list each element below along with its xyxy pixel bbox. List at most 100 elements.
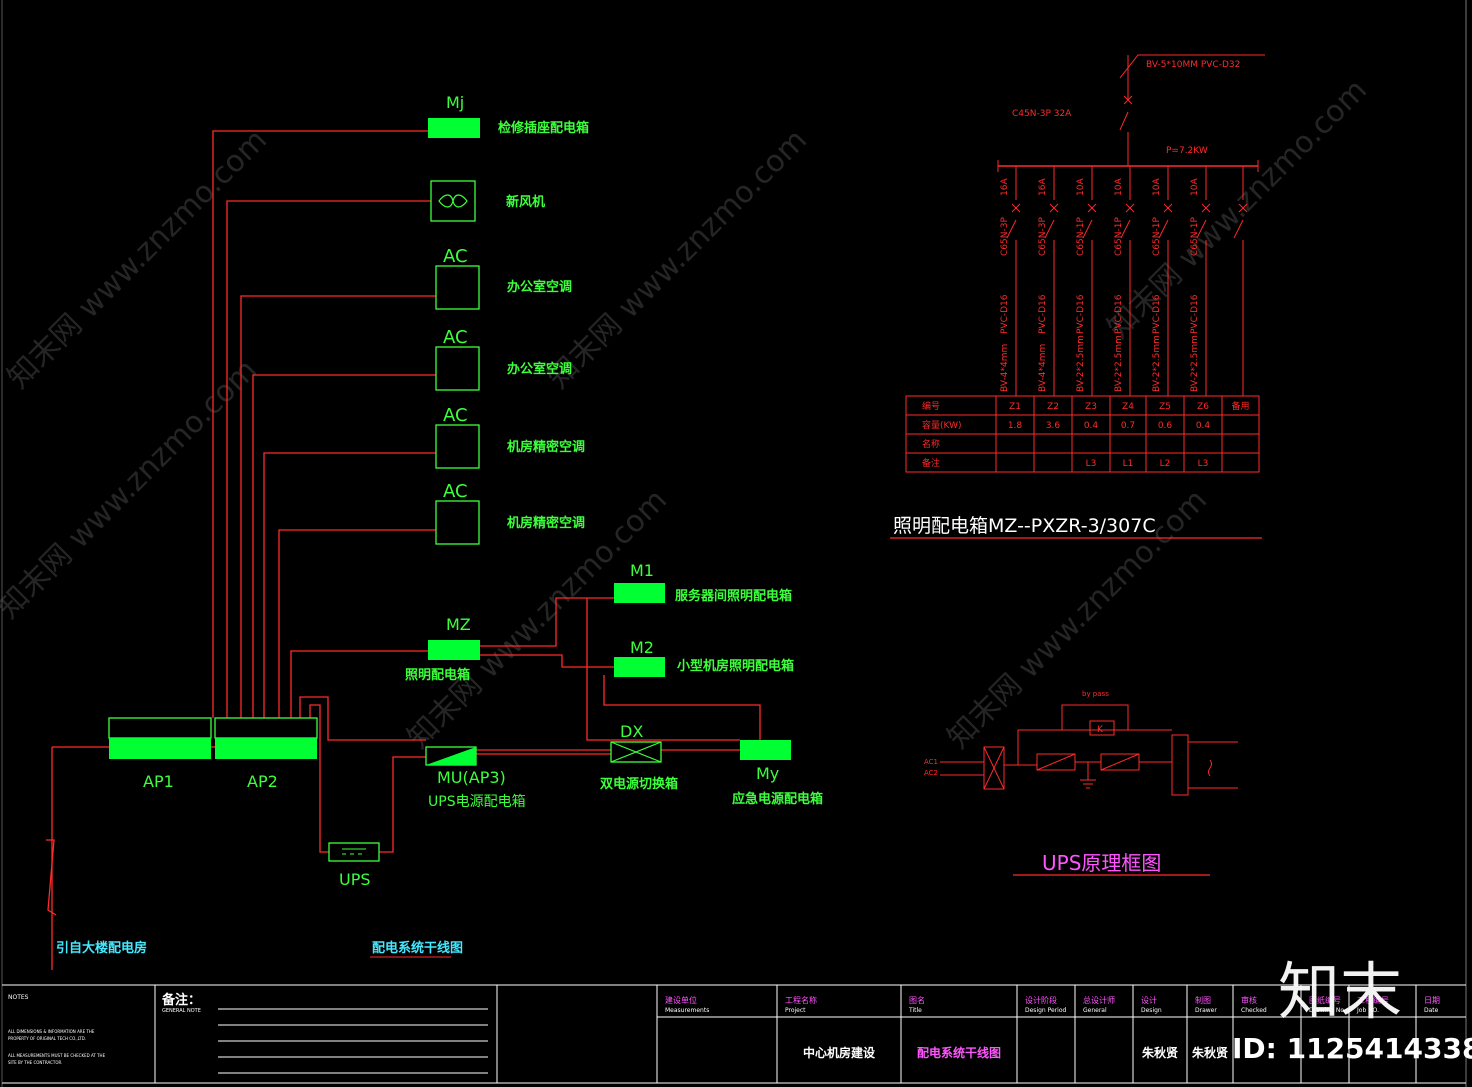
ac4-tag: AC [443, 481, 468, 502]
circuit-breaker: C65N-1P [1190, 217, 1200, 256]
title-block-col-en: Title [908, 1007, 922, 1014]
title-block-columns: 建设单位Measurements工程名称Project中心机房建设图名Title… [665, 995, 1440, 1060]
m2-label: 小型机房照明配电箱 [677, 658, 794, 674]
circuit-rating: 10A [1076, 178, 1086, 196]
title-block-col-cn: 工程名称 [785, 995, 817, 1005]
notes-line-1: ALL DIMENSIONS & INFORMATION ARE THE [8, 1029, 95, 1034]
m2-tag: M2 [630, 638, 654, 657]
ups-diagram-title: UPS原理框图 [1042, 851, 1161, 875]
ac1-tag: AC [443, 246, 468, 267]
table-cell-id: Z5 [1159, 402, 1171, 412]
title-block-col-cn: 建设单位 [665, 995, 697, 1005]
circuit-cable: BV-2*2.5mm [1152, 335, 1162, 392]
notes-label: 备注： [161, 992, 201, 1008]
circuit-conduit: PVC-D16 [1114, 294, 1124, 334]
brand-logo: 知末 [1278, 955, 1402, 1028]
mu-fill [426, 747, 476, 765]
ac2-box [435, 346, 480, 391]
my-box [740, 740, 791, 760]
notes-line-2: PROPERTY OF ORIGINAL TECH CO.,LTD. [8, 1036, 86, 1041]
title-block-col-cn: 日期 [1424, 996, 1440, 1005]
table-cell-note: L2 [1160, 459, 1171, 469]
title-block-col-cn: 图纸编号 [1309, 995, 1341, 1005]
table-cell-id: Z4 [1122, 402, 1134, 412]
title-block-col-en: Design [1141, 1007, 1162, 1014]
watermark-2: 知末网 www.znzmo.com [0, 353, 264, 626]
m1-label: 服务器间照明配电箱 [675, 588, 792, 604]
ac1-label: 办公室空调 [507, 279, 572, 295]
title-block-col-cn: 图名 [909, 995, 925, 1005]
circuit-breaker: C65N-1P [1114, 217, 1124, 256]
mz-box [428, 640, 480, 660]
title-block-col-en: Design Period [1025, 1007, 1067, 1014]
mj-label: 检修插座配电箱 [498, 120, 589, 136]
table-cell-kw: 1.8 [1008, 421, 1023, 431]
ac2-tag: AC [443, 327, 468, 348]
mj-box [428, 118, 480, 138]
dx-label: 双电源切换箱 [600, 776, 678, 792]
table-cell-id: Z6 [1197, 402, 1209, 412]
device-m2: M2 小型机房照明配电箱 [614, 638, 794, 677]
title-block-col-value: 中心机房建设 [803, 1045, 876, 1060]
watermark-1: 知末网 www.znzmo.com [1, 123, 274, 396]
title-block: NOTES ALL DIMENSIONS & INFORMATION ARE T… [2, 984, 1466, 1084]
mu-label: UPS电源配电箱 [428, 794, 526, 810]
table-row-header: 备注 [922, 457, 940, 469]
dx-box [610, 741, 662, 763]
notes-sub: GENERAL NOTE [162, 1008, 201, 1014]
title-block-col-en: General [1083, 1007, 1107, 1014]
mz-label: 照明配电箱 [405, 667, 470, 683]
device-ac2: AC 办公室空调 [435, 327, 572, 391]
ups-tag: UPS [339, 870, 371, 889]
title-block-col-en: Drawing No. [1309, 1007, 1346, 1014]
table-cell-note: L1 [1123, 459, 1134, 469]
svg-text:K: K [1097, 725, 1104, 735]
table-cell-note: L3 [1086, 459, 1097, 469]
table-cell-id: 备用 [1231, 400, 1249, 412]
device-ac3: AC 机房精密空调 [435, 405, 585, 469]
circuit-breaker: C65N-1P [1076, 217, 1086, 256]
device-mu: MU(AP3) UPS电源配电箱 [425, 746, 526, 810]
circuit-conduit: PVC-D16 [1000, 294, 1010, 334]
main-breaker-text: C45N-3P 32A [1012, 109, 1072, 119]
watermark-3: 知末网 www.znzmo.com [541, 123, 814, 396]
device-m1: M1 服务器间照明配电箱 [614, 561, 792, 604]
bypass-label: by pass [1082, 690, 1109, 698]
title-block-col-cn: 审核 [1241, 995, 1257, 1005]
device-mz: MZ 照明配电箱 [405, 615, 480, 683]
device-mj: Mj 检修插座配电箱 [428, 93, 589, 138]
device-ac1: AC 办公室空调 [435, 246, 572, 310]
circuit-rating: 10A [1114, 178, 1124, 196]
mj-tag: Mj [446, 93, 464, 112]
fan-label: 新风机 [506, 194, 545, 210]
brand-overlay: 知末 ID: 1125414338 [1232, 955, 1472, 1065]
ap1-box-top [108, 717, 212, 739]
circuit-cable: BV-2*2.5mm [1114, 335, 1124, 392]
circuit-rating: 10A [1190, 178, 1200, 196]
ups-input-ac2: AC2 [924, 769, 938, 777]
table-row-header: 编号 [922, 400, 940, 412]
m1-tag: M1 [630, 561, 654, 580]
circuit-rating: 16A [1038, 178, 1048, 196]
title-block-col-cn: 设计阶段 [1025, 995, 1057, 1005]
title-block-col-cn: 工程编号 [1357, 995, 1389, 1005]
main-drawing-title: 配电系统干线图 [372, 940, 463, 956]
ac3-tag: AC [443, 405, 468, 426]
table-cell-id: Z3 [1085, 402, 1097, 412]
circuit-rating: 16A [1000, 178, 1010, 196]
title-block-col-cn: 设计 [1141, 995, 1157, 1005]
circuit-cable: BV-2*2.5mm [1076, 335, 1086, 392]
circuit-breaker: C65N-3P [1000, 217, 1010, 256]
title-block-col-cn: 总设计师 [1083, 995, 1115, 1005]
ap2-box-bottom [215, 738, 317, 759]
table-row-header: 名称 [922, 438, 940, 450]
my-label: 应急电源配电箱 [732, 791, 823, 807]
table-cell-id: Z2 [1047, 402, 1059, 412]
device-my: My 应急电源配电箱 [732, 740, 823, 807]
mz-tag: MZ [446, 615, 471, 634]
table-cell-kw: 3.6 [1046, 421, 1061, 431]
ap2-tag: AP2 [247, 772, 278, 791]
panel-power-text: P=7.2KW [1166, 146, 1208, 156]
m1-box [614, 583, 665, 603]
ac2-label: 办公室空调 [507, 361, 572, 377]
